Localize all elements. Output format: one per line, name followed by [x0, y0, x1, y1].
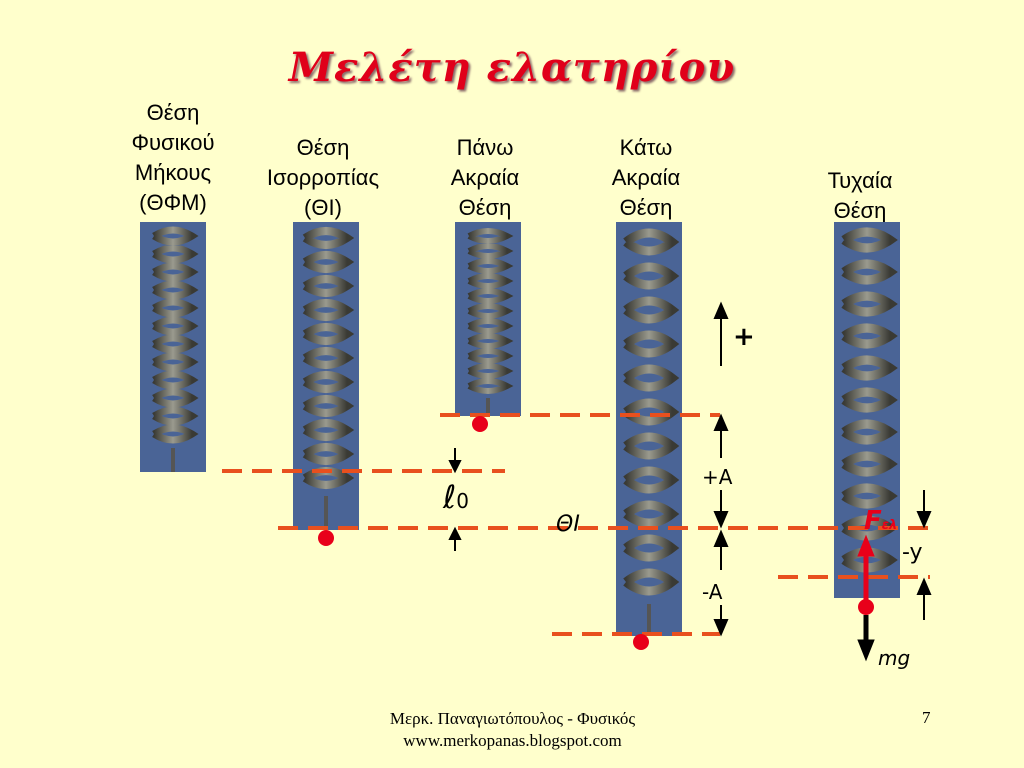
dot-equilibrium — [318, 530, 334, 546]
arrowhead-icon — [713, 529, 729, 547]
label-line: Ακραία — [450, 165, 520, 190]
arrowhead-icon — [713, 413, 729, 431]
plus-sign: + — [733, 322, 755, 352]
minus-y-label: -y — [902, 540, 923, 565]
arrowhead-icon — [713, 301, 729, 319]
footer-credit: Μερκ. Παναγιωτόπουλος - Φυσικός www.merk… — [240, 708, 785, 752]
ell-subscript: 0 — [456, 489, 469, 513]
coil-icon — [623, 228, 680, 636]
label-line: Ισορροπίας — [266, 165, 380, 190]
label-line: Θέση — [458, 195, 512, 220]
arrowhead-icon — [857, 534, 875, 557]
minus-amplitude-label: -A — [702, 580, 723, 604]
label-natural-length: Θέση Φυσικού Μήκους (ΘΦΜ) — [110, 98, 236, 218]
coil-icon — [467, 228, 514, 416]
weight-label: mg — [878, 646, 911, 670]
label-line: Θέση — [146, 100, 200, 125]
spring-equilibrium — [293, 222, 359, 530]
label-line: Κάτω — [619, 135, 673, 160]
ell-symbol: ℓ — [443, 478, 457, 516]
page-number: 7 — [922, 708, 931, 727]
arrowhead-icon — [916, 511, 932, 529]
spring-lower-extreme — [616, 222, 682, 636]
dot-random — [858, 599, 874, 615]
label-line: Θέση — [296, 135, 350, 160]
arrowhead-icon — [916, 577, 932, 595]
plus-amplitude-label: +A — [702, 465, 733, 489]
label-line: Τυχαία — [827, 168, 893, 193]
arrowhead-icon — [713, 619, 729, 637]
arrowhead-icon — [448, 526, 462, 540]
force-subscript: ελ — [881, 518, 898, 533]
label-line: Πάνω — [456, 135, 514, 160]
label-random-position: Τυχαία Θέση — [800, 166, 920, 226]
slide-title: Μελέτη ελατηρίου — [288, 44, 736, 91]
label-line: Θέση — [619, 195, 673, 220]
arrowhead-icon — [713, 511, 729, 529]
equilibrium-label: ΘΙ — [556, 512, 580, 537]
coil-icon — [152, 226, 199, 472]
spring-force-label: Fελ — [864, 506, 897, 536]
label-line: Θέση — [833, 198, 887, 223]
arrowhead-icon — [448, 460, 462, 474]
dot-upper-extreme — [472, 416, 488, 432]
arrowhead-icon — [857, 639, 875, 662]
footer-author: Μερκ. Παναγιωτόπουλος - Φυσικός — [389, 709, 636, 728]
spring-natural-length — [140, 222, 206, 472]
coil-icon — [302, 227, 355, 530]
spring-upper-extreme — [455, 222, 521, 416]
label-line: (ΘΦΜ) — [139, 190, 207, 215]
ell-zero-label: ℓ0 — [443, 478, 469, 516]
label-lower-extreme: Κάτω Ακραία Θέση — [586, 133, 706, 223]
label-line: Φυσικού — [131, 130, 215, 155]
label-line: Μήκους — [134, 160, 212, 185]
label-upper-extreme: Πάνω Ακραία Θέση — [425, 133, 545, 223]
label-equilibrium: Θέση Ισορροπίας (ΘΙ) — [250, 133, 396, 223]
label-line: Ακραία — [611, 165, 681, 190]
force-symbol: F — [864, 506, 882, 536]
dot-lower-extreme — [633, 634, 649, 650]
label-line: (ΘΙ) — [304, 195, 342, 220]
footer-url: www.merkopanas.blogspot.com — [403, 731, 622, 750]
